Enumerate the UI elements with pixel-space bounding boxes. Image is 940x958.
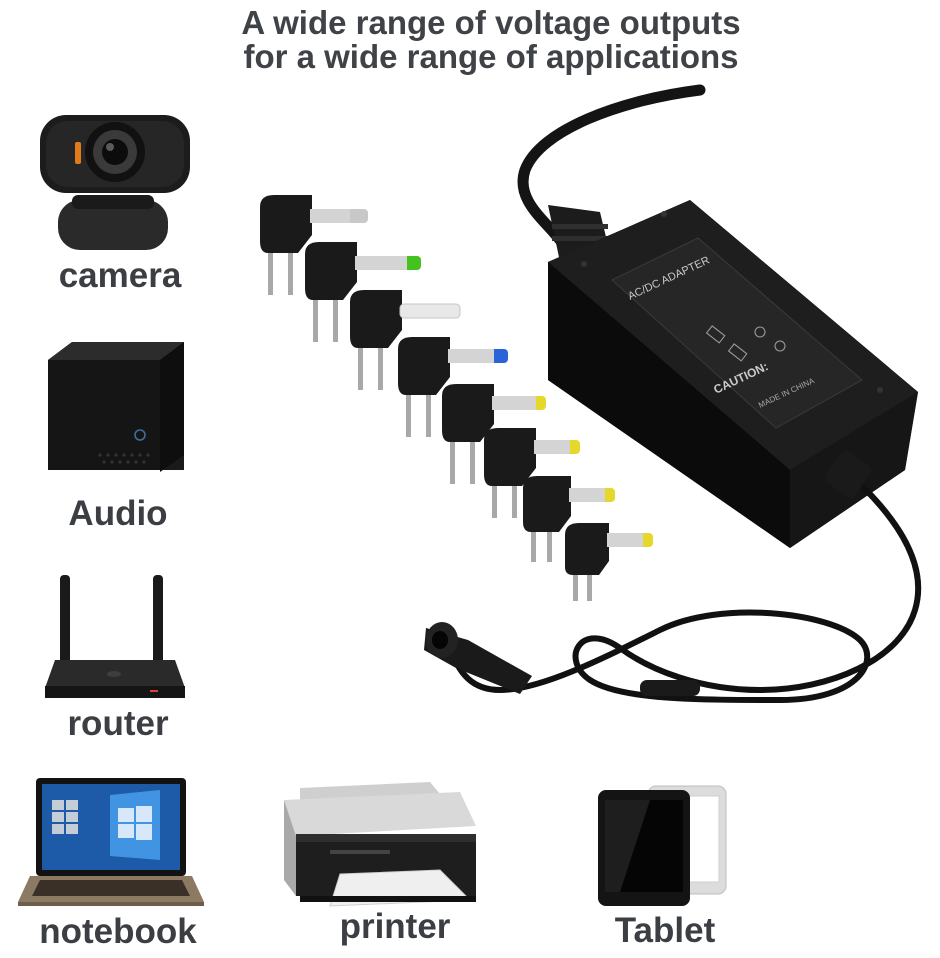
- connector-tip-8: [565, 523, 653, 601]
- dc-cable-icon: [424, 450, 922, 704]
- label-audio: Audio: [68, 494, 168, 533]
- connector-tips: [260, 195, 653, 601]
- connector-tip-7: [523, 476, 615, 562]
- webcam-icon: [40, 115, 190, 250]
- power-adapter-icon: AC/DC ADAPTER CAUTION: MADE IN CHINA: [548, 200, 918, 548]
- laptop-icon: [18, 778, 204, 906]
- connector-tip-5: [442, 384, 546, 484]
- router-icon: [45, 575, 185, 698]
- label-tablet: Tablet: [614, 911, 716, 950]
- connector-tip-3: [350, 290, 461, 390]
- tablet-icon: [598, 785, 727, 906]
- label-camera: camera: [58, 256, 182, 295]
- printer-icon: [284, 782, 476, 907]
- label-printer: printer: [339, 907, 451, 946]
- connector-tip-6: [484, 428, 580, 518]
- label-notebook: notebook: [39, 912, 197, 951]
- speaker-icon: [48, 342, 184, 472]
- headline-line-1: A wide range of voltage outputs: [241, 4, 741, 41]
- headline-line-2: for a wide range of applications: [243, 38, 739, 75]
- connector-tip-4: [398, 337, 508, 437]
- headline: A wide range of voltage outputs for a wi…: [0, 6, 940, 74]
- connector-tip-2: [305, 242, 421, 342]
- label-router: router: [67, 704, 169, 743]
- connector-tip-1: [260, 195, 368, 295]
